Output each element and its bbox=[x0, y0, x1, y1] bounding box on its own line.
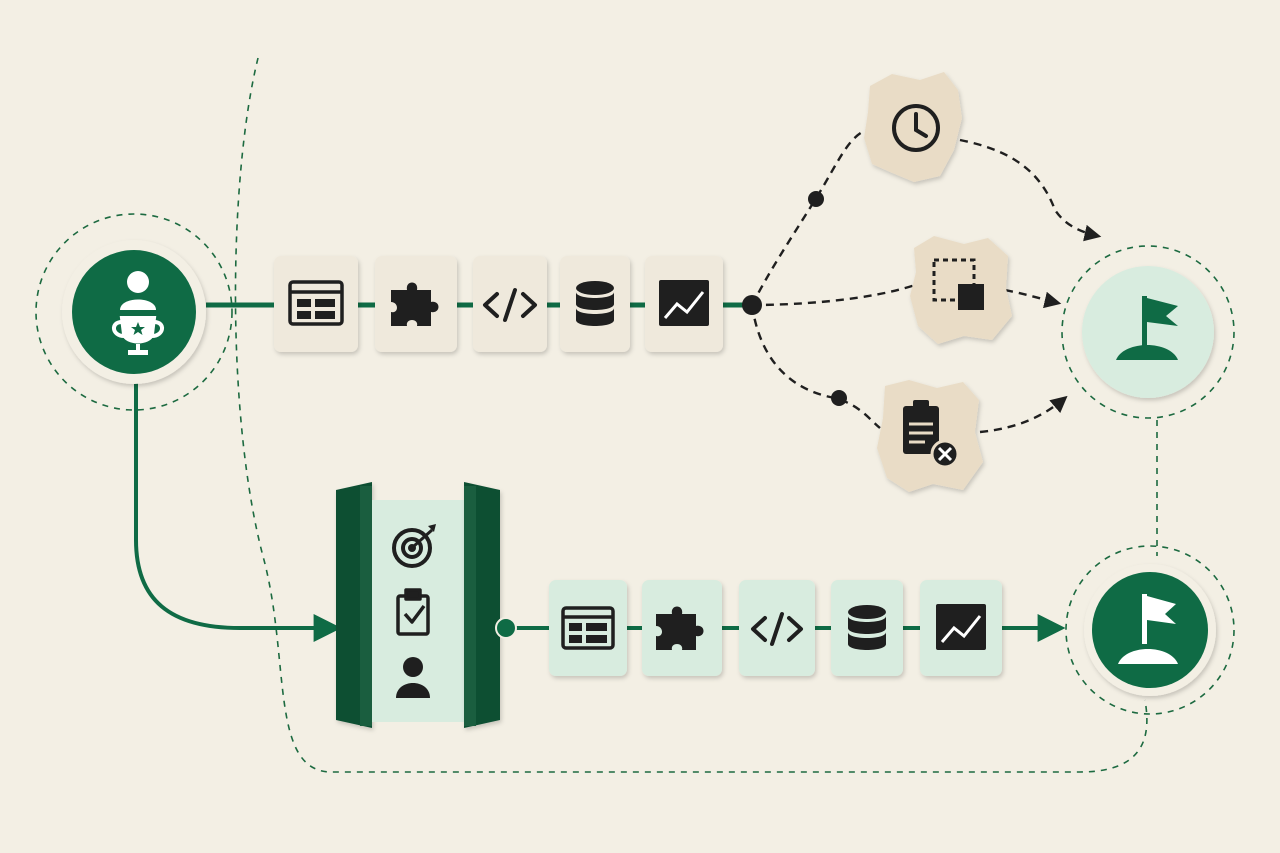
start-node[interactable] bbox=[35, 213, 233, 411]
bottom-tile-database[interactable] bbox=[831, 580, 903, 676]
start-node-inner bbox=[72, 250, 196, 374]
top-tile-browser[interactable] bbox=[274, 256, 358, 352]
branch-dashed-paths bbox=[750, 126, 1102, 434]
browser-layout-icon bbox=[288, 280, 344, 326]
flag-on-hill-icon bbox=[1118, 594, 1178, 664]
branch-path-lower bbox=[750, 304, 881, 429]
branch-clipboard[interactable] bbox=[877, 380, 983, 492]
branch-clock[interactable] bbox=[864, 72, 962, 182]
clock-icon bbox=[892, 104, 940, 152]
top-goal-node[interactable] bbox=[1061, 245, 1235, 419]
clipboard-cancel-icon bbox=[903, 400, 960, 469]
code-icon bbox=[483, 288, 537, 322]
user-icon bbox=[120, 271, 156, 310]
branch-path-lower-out bbox=[979, 395, 1068, 434]
branch-path-middle-out bbox=[1004, 288, 1062, 309]
trophy-star-icon bbox=[131, 322, 145, 335]
bottom-goal-node[interactable] bbox=[1065, 545, 1235, 715]
trend-chart-icon bbox=[936, 604, 986, 650]
bottom-tile-code[interactable] bbox=[739, 580, 815, 676]
top-tile-chart[interactable] bbox=[645, 256, 723, 352]
trend-chart-icon bbox=[659, 280, 709, 326]
bottom-tile-chart[interactable] bbox=[920, 580, 1002, 676]
top-tile-puzzle[interactable] bbox=[375, 256, 457, 352]
gate-output-dot bbox=[495, 617, 517, 639]
flag-on-hill-icon bbox=[1116, 296, 1178, 360]
top-goal-dashed-ring bbox=[1061, 245, 1235, 419]
bottom-tile-browser[interactable] bbox=[549, 580, 627, 676]
top-tile-database[interactable] bbox=[560, 256, 630, 352]
gate-left-door-edge bbox=[360, 486, 372, 726]
database-icon bbox=[848, 605, 886, 650]
person-icon bbox=[396, 657, 430, 698]
selection-box-icon bbox=[932, 258, 984, 310]
bottom-goal-inner bbox=[1092, 572, 1208, 688]
code-icon bbox=[751, 612, 803, 646]
database-icon bbox=[576, 281, 614, 326]
branch-path-upper bbox=[750, 126, 876, 306]
browser-layout-icon bbox=[561, 606, 615, 650]
top-goal-circle bbox=[1082, 266, 1214, 398]
branch-path-upper-out bbox=[959, 138, 1102, 242]
checklist-icon bbox=[396, 588, 430, 636]
branch-dot-upper bbox=[808, 191, 824, 207]
branch-path-middle bbox=[751, 283, 916, 307]
branch-junction-dot bbox=[742, 295, 762, 315]
branch-dot-lower bbox=[831, 390, 847, 406]
puzzle-piece-icon bbox=[391, 282, 439, 326]
puzzle-piece-icon bbox=[656, 606, 704, 650]
top-tile-code[interactable] bbox=[473, 256, 547, 352]
bottom-pipeline bbox=[549, 580, 1002, 676]
start-node-dashed-ring bbox=[35, 213, 233, 411]
top-pipeline bbox=[274, 256, 723, 352]
outer-dashed-loop bbox=[234, 57, 1148, 773]
bottom-tile-puzzle[interactable] bbox=[642, 580, 722, 676]
start-to-gate-line bbox=[134, 382, 342, 642]
target-icon bbox=[392, 524, 436, 568]
bottom-goal-dashed-ring bbox=[1065, 545, 1235, 715]
review-gate[interactable] bbox=[336, 482, 500, 728]
branch-selection[interactable] bbox=[910, 236, 1012, 344]
gate-right-door-edge bbox=[464, 486, 476, 726]
